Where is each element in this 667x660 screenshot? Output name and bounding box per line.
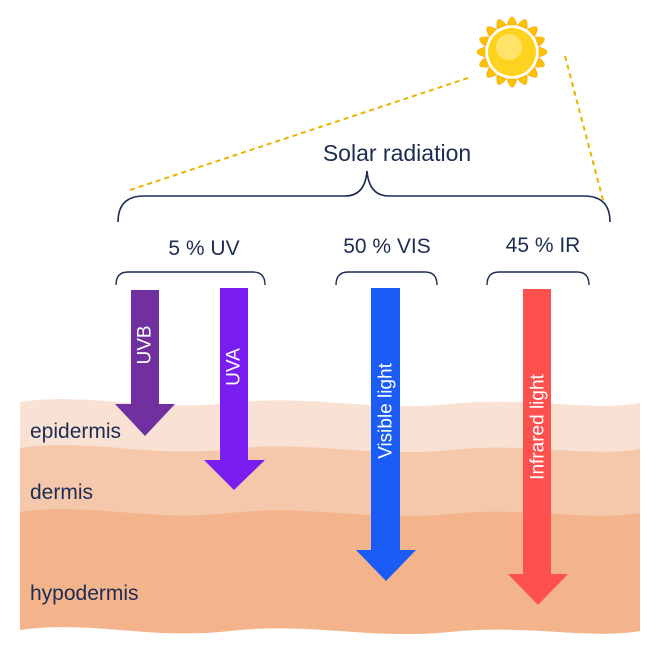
- uv-brace: [115, 271, 266, 286]
- infrared-light-label: Infrared light: [528, 373, 549, 479]
- uvb-label: UVB: [135, 325, 156, 364]
- visible-light-arrow: [356, 288, 416, 581]
- sun-highlight: [496, 34, 522, 60]
- solar-radiation-brace: [117, 170, 611, 223]
- sun-ray: [496, 19, 507, 30]
- sun-ray: [479, 57, 490, 68]
- uva-arrow: [204, 288, 265, 490]
- infrared-light-arrow: [508, 289, 568, 605]
- uv-group-label: 5 % UV: [168, 237, 239, 260]
- sun-ray: [527, 67, 538, 78]
- sun-ray: [496, 74, 507, 85]
- vis-brace: [335, 271, 438, 286]
- sun-ray: [538, 46, 548, 58]
- skin-layers: [20, 399, 640, 660]
- dermis-label: dermis: [30, 481, 93, 504]
- sun-ray: [517, 74, 528, 85]
- vis-group-label: 50 % VIS: [343, 235, 431, 258]
- solar-radiation-title: Solar radiation: [323, 140, 471, 166]
- sun-icon: [476, 16, 548, 88]
- visible-light-label: Visible light: [376, 362, 397, 458]
- sun-ray: [476, 46, 486, 58]
- ir-group-label: 45 % IR: [506, 234, 581, 257]
- sun-cone-left: [129, 77, 469, 191]
- sun-ray: [479, 36, 490, 47]
- uvb-arrow: [115, 290, 175, 436]
- sun-ray: [534, 57, 545, 68]
- hypodermis-layer: [20, 509, 640, 640]
- uva-label: UVA: [224, 348, 245, 386]
- sun-rays: [476, 16, 548, 88]
- sun-ray: [534, 36, 545, 47]
- sun-ray: [527, 26, 538, 37]
- sun-ray: [486, 67, 497, 78]
- sun-ray: [506, 16, 518, 26]
- sun-ray: [486, 26, 497, 37]
- ir-brace: [486, 271, 590, 286]
- sun-ray: [506, 78, 518, 88]
- sun-ray: [517, 19, 528, 30]
- sun-cone-right: [564, 55, 604, 201]
- skin-bottom-edge: [20, 627, 640, 660]
- hypodermis-label: hypodermis: [30, 582, 139, 605]
- epidermis-label: epidermis: [30, 420, 121, 443]
